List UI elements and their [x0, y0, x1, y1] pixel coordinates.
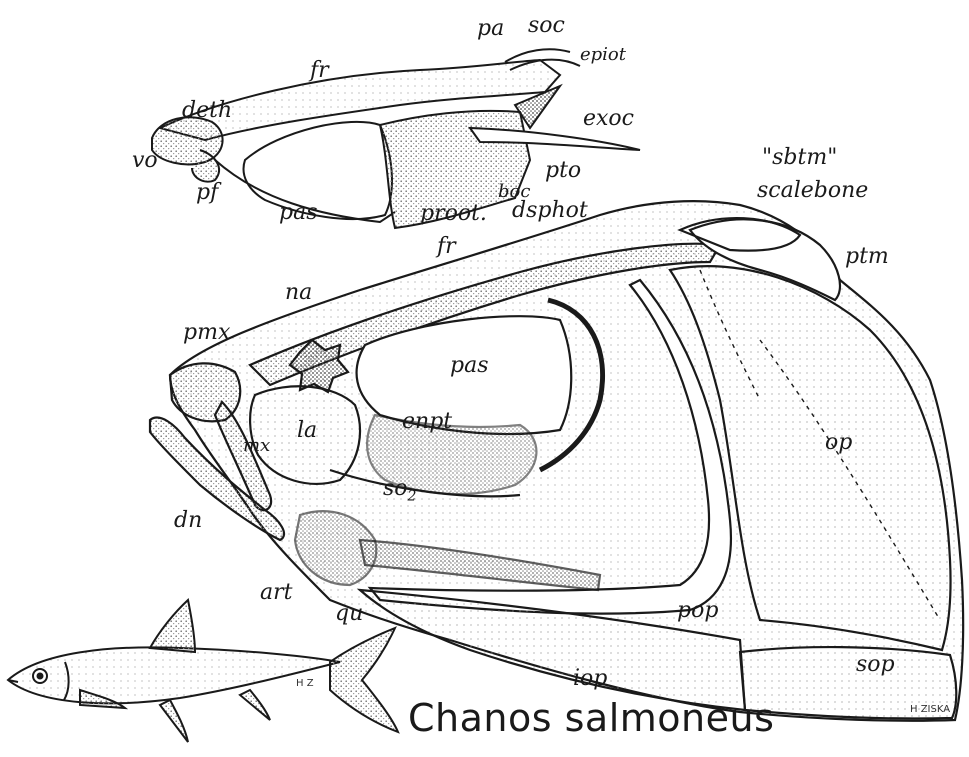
fish-artist-mark: H Z [296, 678, 314, 689]
label-deth: deth [182, 100, 232, 122]
label-pop: pop [677, 600, 718, 622]
label-scalebone: scalebone [757, 180, 868, 202]
label-dn: dn [174, 510, 202, 532]
label-mx: mx [243, 437, 270, 455]
label-sbtm: "sbtm" [762, 147, 837, 169]
label-qu: qu [335, 603, 363, 625]
label-so2-subscript: 2 [408, 488, 417, 504]
label-iop: iop [573, 668, 607, 690]
lateral-skull-drawing [150, 201, 963, 721]
label-so2: so2 [383, 478, 416, 503]
artist-signature: H ZISKA [910, 704, 950, 715]
label-la: la [297, 420, 317, 442]
label-pa: pa [477, 18, 504, 40]
fish-pelvic-fin [160, 700, 188, 742]
label-na: na [285, 282, 312, 304]
label-epiot: epiot [580, 46, 626, 64]
label-dsphot: dsphot [512, 200, 588, 222]
label-ptm: ptm [845, 246, 889, 268]
fish-pupil [38, 674, 43, 679]
fish-tail-fin [330, 628, 398, 732]
label-so2-text: so [383, 476, 408, 501]
label-vo: vo [132, 150, 158, 172]
label-soc: soc [528, 15, 565, 37]
label-op: op [825, 432, 852, 454]
label-pf: pf [196, 182, 218, 204]
label-art: art [260, 582, 292, 604]
label-fr-main: fr [437, 236, 456, 258]
fish-anal-fin [240, 690, 270, 720]
fish-body [8, 647, 340, 703]
label-fr-upper: fr [310, 60, 329, 82]
label-pmx: pmx [183, 322, 230, 344]
label-exoc: exoc [583, 108, 634, 130]
species-caption: Chanos salmoneus [408, 696, 774, 740]
label-pas-upper: pas [279, 202, 318, 224]
label-sop: sop [856, 654, 895, 676]
label-pto: pto [545, 160, 581, 182]
label-pas-main: pas [450, 355, 489, 377]
fish-dorsal-fin [150, 600, 195, 652]
label-proot: proot. [420, 203, 487, 225]
orbit-upper [244, 122, 392, 219]
label-enpt: enpt [402, 411, 452, 433]
